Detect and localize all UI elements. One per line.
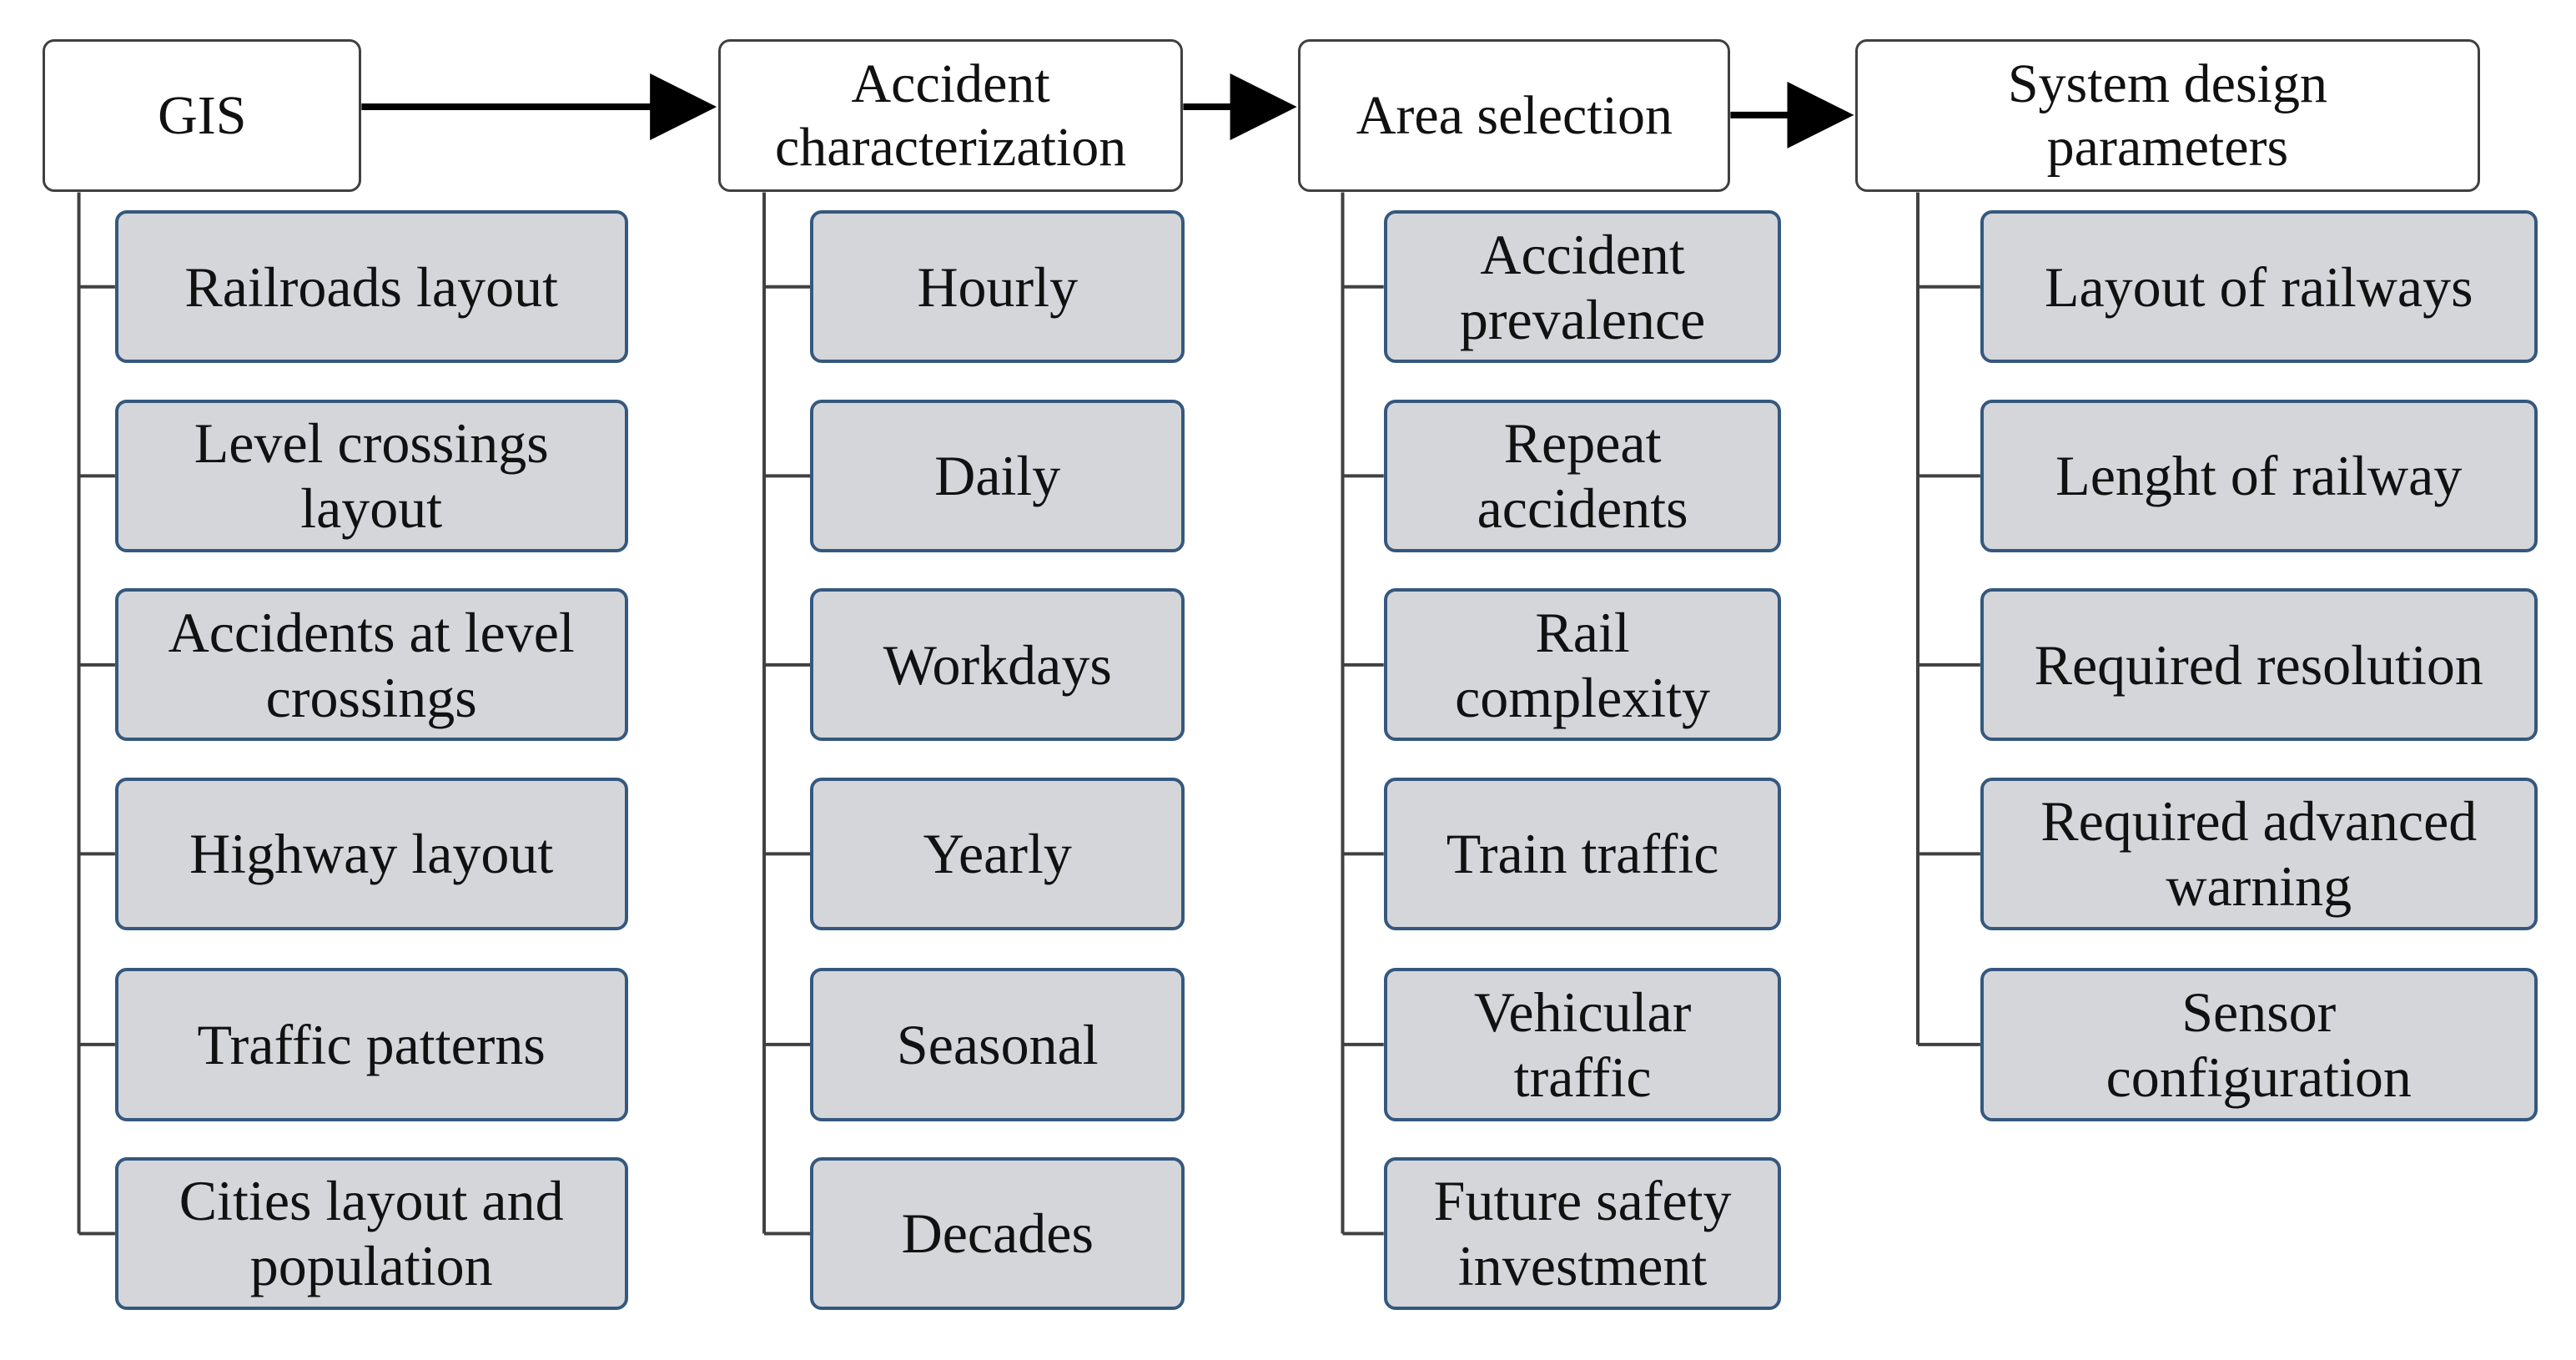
item-cities-layout-and-population: Cities layout and population xyxy=(114,1156,628,1311)
item-future-safety-investment: Future safety investment xyxy=(1383,1156,1782,1311)
item-traffic-patterns: Traffic patterns xyxy=(114,968,628,1121)
item-sensor-configuration: Sensor configuration xyxy=(1980,968,2538,1121)
header-gis: GIS xyxy=(43,39,362,193)
item-repeat-accidents: Repeat accidents xyxy=(1383,399,1782,552)
item-required-advanced-warning: Required advanced warning xyxy=(1980,777,2538,930)
item-hourly: Hourly xyxy=(810,210,1185,364)
item-highway-layout: Highway layout xyxy=(114,777,628,930)
item-workdays: Workdays xyxy=(810,588,1185,742)
item-layout-of-railways: Layout of railways xyxy=(1980,210,2538,364)
item-accidents-at-level-crossings: Accidents at level crossings xyxy=(114,588,628,742)
item-yearly: Yearly xyxy=(810,777,1185,930)
item-lenght-of-railway: Lenght of railway xyxy=(1980,399,2538,552)
header-accident-characterization: Accident characterization xyxy=(717,39,1184,193)
item-decades: Decades xyxy=(810,1156,1185,1311)
item-rail-complexity: Rail complexity xyxy=(1383,588,1782,742)
item-seasonal: Seasonal xyxy=(810,968,1185,1121)
header-area-selection: Area selection xyxy=(1298,39,1731,193)
item-accident-prevalence: Accident prevalence xyxy=(1383,210,1782,364)
item-railroads-layout: Railroads layout xyxy=(114,210,628,364)
item-daily: Daily xyxy=(810,399,1185,552)
item-required-resolution: Required resolution xyxy=(1980,588,2538,742)
header-system-design-parameters: System design parameters xyxy=(1855,39,2480,193)
item-train-traffic: Train traffic xyxy=(1383,777,1782,930)
item-vehicular-traffic: Vehicular traffic xyxy=(1383,968,1782,1121)
item-level-crossings-layout: Level crossings layout xyxy=(114,399,628,552)
flow-arrows xyxy=(361,73,1854,149)
tree-connectors xyxy=(77,192,1980,1236)
